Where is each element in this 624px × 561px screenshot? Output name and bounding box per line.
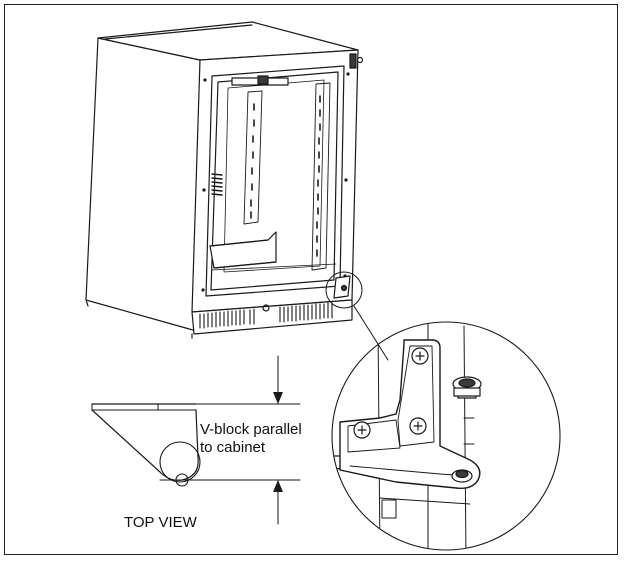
vblock-outline — [91, 409, 199, 481]
hinge-pin-vblock — [452, 376, 482, 399]
vblock-annotation: V-block parallel to cabinet — [200, 421, 302, 457]
vblock-annotation-line1: V-block parallel — [200, 421, 302, 438]
cabinet-side-panel — [85, 37, 201, 333]
shelf-rail-right — [311, 82, 331, 271]
hinge-zoom-detail — [331, 321, 561, 551]
pin-boss-circle — [159, 441, 201, 483]
detail-callout-circle — [325, 271, 363, 309]
cabinet-illustration — [85, 21, 364, 339]
shelf-rail-left — [243, 90, 263, 225]
figure-frame — [4, 4, 618, 555]
hinge-bracket-zoom — [339, 339, 481, 490]
top-view-label: TOP VIEW — [124, 514, 197, 531]
mounting-screws — [353, 347, 429, 439]
vblock-annotation-line2: to cabinet — [200, 439, 266, 456]
top-view-drawing — [91, 355, 301, 525]
interior-back-wall — [223, 79, 325, 273]
zoom-circle-outline — [331, 321, 561, 551]
front-grille — [199, 302, 333, 329]
callout-leader-line — [353, 305, 389, 361]
base-screw — [262, 304, 270, 312]
side-vent — [211, 173, 223, 196]
